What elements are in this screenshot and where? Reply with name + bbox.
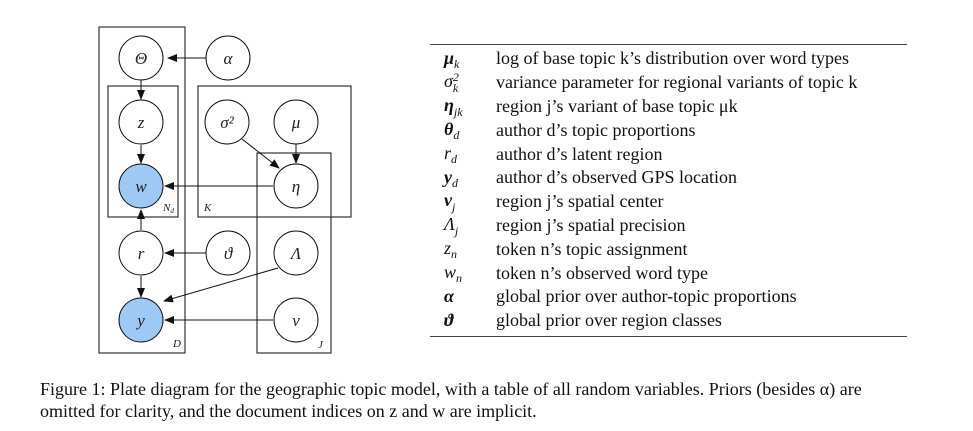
variable-description: author d’s observed GPS location (496, 167, 737, 188)
svg-text:α: α (224, 49, 234, 68)
plate-label-D: D (172, 338, 181, 350)
variable-description: region j’s spatial center (496, 191, 664, 212)
table-row: ϑ global prior over region classes (430, 309, 907, 333)
edge-sigma-eta (241, 138, 280, 169)
svg-text:ν: ν (292, 311, 300, 330)
variable-description: log of base topic k’s distribution over … (496, 48, 849, 69)
node-vartheta: ϑ (205, 230, 251, 276)
node-alpha: α (205, 35, 251, 81)
node-z: z (118, 99, 164, 145)
svg-text:w: w (135, 177, 147, 196)
figure-caption: Figure 1: Plate diagram for the geograph… (40, 378, 970, 422)
plate-K (197, 85, 352, 218)
table-row: α global prior over author-topic proporti… (430, 285, 907, 309)
variable-description: global prior over region classes (496, 310, 722, 331)
node-w-observed: w (118, 163, 164, 209)
plate-J (256, 152, 332, 354)
node-eta: η (273, 163, 319, 209)
plate-label-J: J (318, 339, 324, 351)
node-y-observed: y (118, 297, 164, 343)
variable-description: region j’s spatial precision (496, 214, 686, 235)
node-nu: ν (273, 297, 319, 343)
caption-line-1: Figure 1: Plate diagram for the geograph… (40, 379, 862, 399)
plate-label-K: K (203, 202, 212, 214)
svg-text:σ²: σ² (220, 113, 234, 132)
node-sigma2: σ² (204, 99, 250, 145)
svg-text:r: r (138, 244, 145, 263)
node-mu: μ (273, 99, 319, 145)
variable-description: author d’s latent region (496, 143, 663, 164)
node-theta: Θ (118, 35, 164, 81)
svg-text:Λ: Λ (289, 244, 302, 263)
svg-text:η: η (292, 177, 300, 196)
variable-description: region j’s variant of base topic μk (496, 95, 738, 116)
svg-text:z: z (137, 113, 145, 132)
svg-text:ϑ: ϑ (224, 244, 234, 263)
variable-description: global prior over author-topic proportio… (496, 286, 797, 307)
edge-Lambda-y (163, 267, 279, 303)
svg-text:μ: μ (291, 113, 301, 132)
variable-description: token n’s observed word type (496, 262, 708, 283)
plate-label-N-d: Nd (162, 202, 174, 215)
variable-symbol: α (444, 286, 454, 307)
svg-text:y: y (135, 311, 145, 330)
svg-text:Θ: Θ (135, 49, 147, 68)
variable-symbol: ϑ (444, 310, 454, 331)
variable-description: variance parameter for regional variants… (496, 72, 858, 93)
node-Lambda: Λ (273, 230, 319, 276)
plate-diagram: Nd K D J Θ α z w σ² μ η r ϑ Λ y ν (98, 26, 352, 354)
plate-D (98, 26, 186, 354)
node-r: r (118, 230, 164, 276)
variable-description: token n’s topic assignment (496, 238, 688, 259)
caption-line-2: omitted for clarity, and the document in… (40, 401, 537, 421)
variable-description: author d’s topic proportions (496, 119, 696, 140)
